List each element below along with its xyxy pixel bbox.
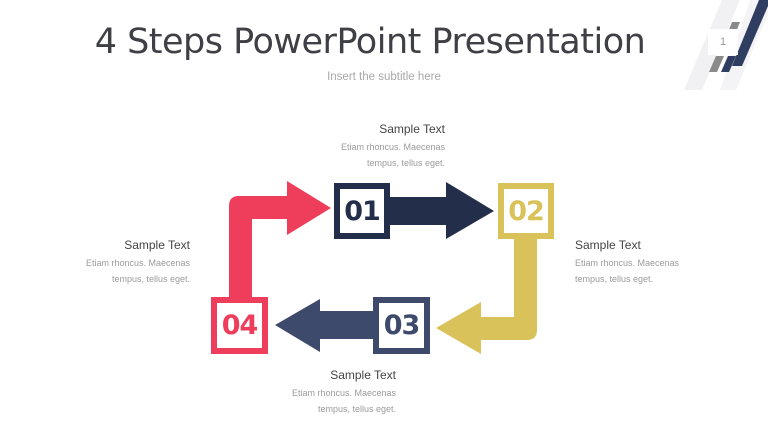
step-1-desc-line2: tempus, tellus eget. [366, 158, 445, 168]
arrow-step1-to-step2 [388, 182, 494, 239]
step-3-desc-line1: Etiam rhoncus. Maecenas [291, 388, 396, 398]
step-3-desc-line2: tempus, tellus eget. [317, 404, 396, 414]
step-1-number: 01 [344, 195, 381, 227]
arrow-step2-to-step3 [436, 236, 537, 354]
step-3-number: 03 [383, 310, 421, 341]
step-3-number-box: 03 [373, 297, 430, 354]
step-2-number: 02 [508, 195, 545, 227]
step-4-number: 04 [221, 310, 259, 341]
step-4-desc-line1: Etiam rhoncus. Maecenas [85, 258, 190, 268]
step-2-number-box: 02 [498, 183, 554, 239]
step-1-label: Sample Text [379, 122, 445, 136]
step-2-label: Sample Text [575, 238, 641, 252]
slide-subtitle: Insert the subtitle here [327, 71, 441, 83]
step-2-desc-line2: tempus, tellus eget. [575, 274, 654, 284]
step-1-desc-line1: Etiam rhoncus. Maecenas [340, 142, 445, 152]
step-4-label: Sample Text [124, 238, 190, 252]
step-1-number-box: 01 [334, 183, 390, 239]
arrow-step3-to-step4 [275, 299, 376, 352]
slide-title: 4 Steps PowerPoint Presentation [94, 22, 646, 62]
arrow-step4-to-step1 [229, 181, 331, 300]
page-number: 1 [708, 29, 738, 55]
step-4-number-box: 04 [211, 297, 268, 354]
step-4-desc-line2: tempus, tellus eget. [111, 274, 190, 284]
step-3-label: Sample Text [330, 368, 396, 382]
step-2-desc-line1: Etiam rhoncus. Maecenas [575, 258, 680, 268]
